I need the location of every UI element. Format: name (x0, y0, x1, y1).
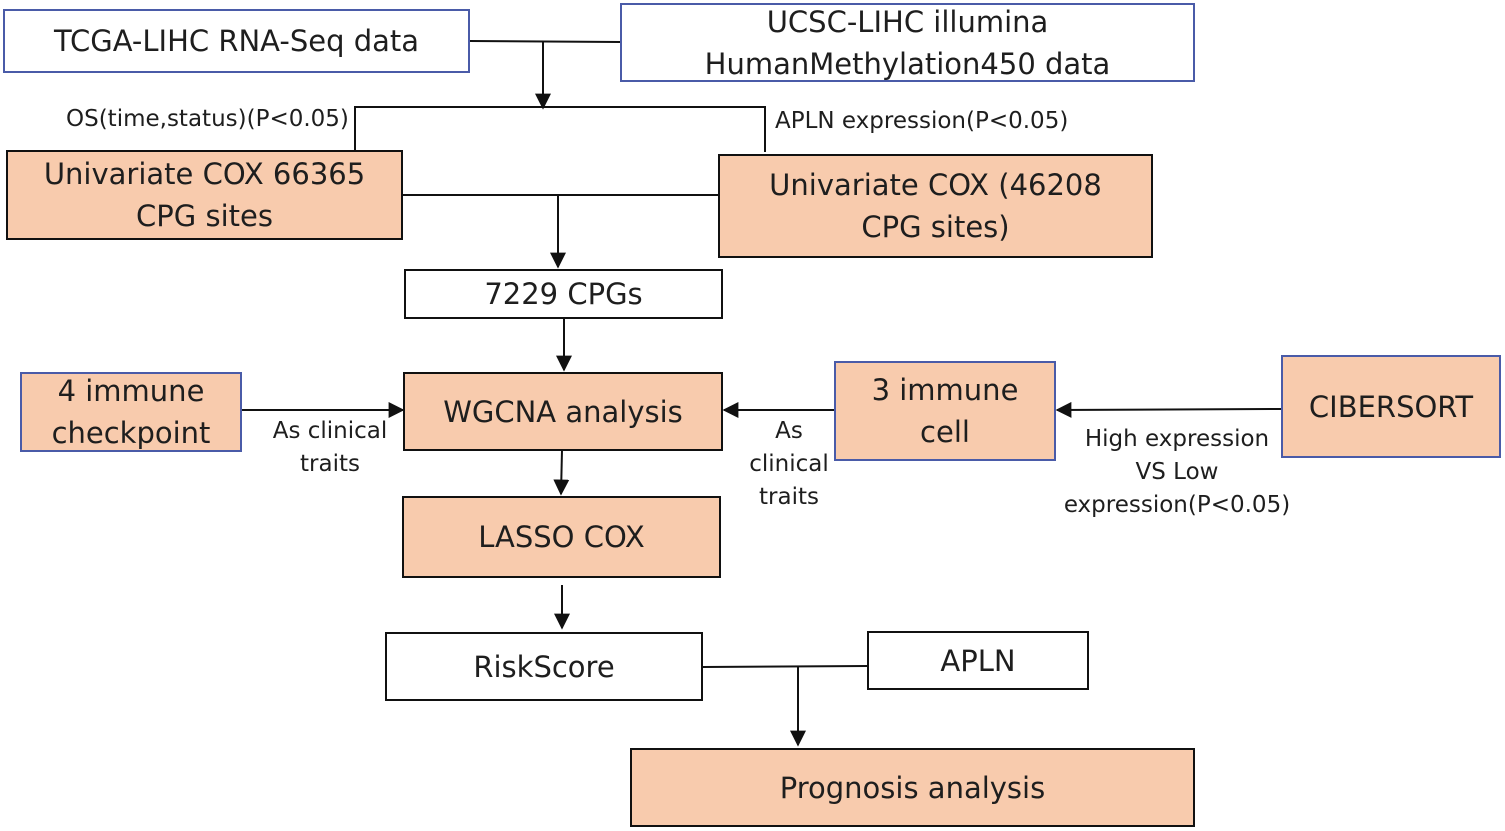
node-apln: APLN (867, 631, 1089, 690)
node-cpgs-text: 7229 CPGs (484, 277, 643, 311)
node-tcga-rnaseq-text: TCGA-LIHC RNA-Seq data (53, 24, 420, 58)
node-univariate-cox-left: Univariate COX 66365 CPG sites (6, 150, 403, 240)
node-checkpoint-line2: checkpoint (51, 416, 211, 450)
node-lasso-cox: LASSO COX (402, 496, 721, 578)
node-apln-text: APLN (940, 643, 1016, 678)
node-riskscore: RiskScore (385, 632, 703, 701)
label-clinical-traits-right: As clinical traits (738, 415, 840, 514)
node-prognosis-text: Prognosis analysis (779, 770, 1046, 805)
connector-tcga-ucsc (469, 40, 621, 43)
label-clinical-right-line1: As (775, 418, 803, 444)
node-prognosis-analysis: Prognosis analysis (630, 748, 1195, 827)
label-high-low-line3: expression(P<0.05) (1063, 492, 1291, 518)
node-unicox-right-line2: CPG sites) (861, 210, 1010, 244)
node-wgcna: WGCNA analysis (403, 372, 723, 451)
node-wgcna-text: WGCNA analysis (443, 394, 683, 429)
node-unicox-right-line1: Univariate COX (46208 (769, 168, 1102, 202)
label-os-text: OS(time,status)(P<0.05) (66, 106, 349, 132)
node-unicox-left-line1: Univariate COX 66365 (43, 157, 366, 191)
label-high-low-line2: VS Low (1135, 459, 1219, 485)
node-lasso-text: LASSO COX (478, 520, 645, 554)
node-checkpoint-line1: 4 immune (57, 374, 205, 408)
node-ucsc-methylation: UCSC-LIHC illumina HumanMethylation450 d… (620, 3, 1195, 82)
node-immune-checkpoint: 4 immune checkpoint (20, 372, 242, 452)
label-clinical-left-line2: traits (300, 451, 360, 477)
connector-split (354, 106, 766, 152)
node-ucsc-line2: HumanMethylation450 data (704, 46, 1111, 81)
arrow-to-lasso (553, 449, 570, 496)
node-riskscore-text: RiskScore (473, 649, 615, 684)
connector-risk-apln (702, 665, 869, 668)
label-clinical-right-line2: clinical (749, 451, 829, 477)
node-univariate-cox-right: Univariate COX (46208 CPG sites) (718, 154, 1153, 258)
arrow-cibersort-immune (1055, 401, 1282, 418)
node-tcga-rnaseq: TCGA-LIHC RNA-Seq data (3, 9, 470, 73)
label-apln-expression: APLN expression(P<0.05) (775, 105, 1068, 138)
node-immune-cell-line1: 3 immune (871, 373, 1019, 407)
node-immune-cell-line2: cell (920, 415, 970, 449)
label-clinical-traits-left: As clinical traits (262, 415, 398, 481)
label-high-vs-low-expression: High expression VS Low expression(P<0.05… (1058, 423, 1296, 522)
node-immune-cell: 3 immune cell (834, 361, 1056, 461)
label-os-time-status: OS(time,status)(P<0.05) (66, 103, 349, 136)
node-cibersort-text: CIBERSORT (1308, 389, 1474, 424)
label-clinical-right-line3: traits (759, 484, 819, 510)
label-apln-expr-text: APLN expression(P<0.05) (775, 108, 1069, 134)
node-ucsc-line1: UCSC-LIHC illumina (766, 4, 1049, 39)
label-high-low-line1: High expression (1084, 426, 1270, 452)
node-7229-cpgs: 7229 CPGs (404, 269, 723, 319)
label-clinical-left-line1: As clinical (272, 418, 388, 444)
node-cibersort: CIBERSORT (1281, 355, 1501, 458)
node-unicox-left-line2: CPG sites (136, 199, 273, 233)
